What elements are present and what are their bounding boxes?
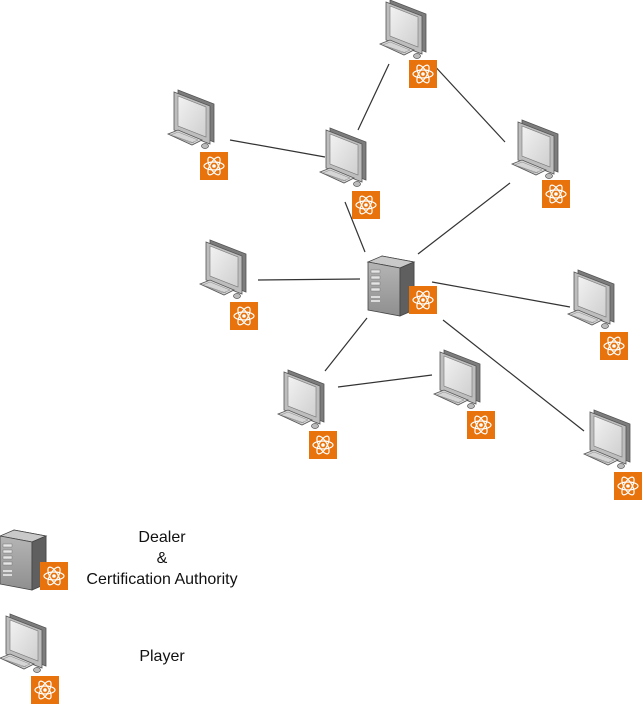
player-node-p9 bbox=[583, 409, 643, 501]
edge-dealer-p9 bbox=[442, 319, 585, 432]
workstation-icon bbox=[167, 89, 215, 149]
player-node-p6 bbox=[567, 269, 629, 361]
atom-icon bbox=[541, 179, 571, 209]
player-node-p5 bbox=[199, 239, 259, 331]
atom-icon bbox=[199, 151, 229, 181]
player-node-p2 bbox=[379, 0, 438, 89]
server-icon bbox=[367, 255, 415, 317]
edge-p2-p3 bbox=[430, 61, 506, 143]
workstation-icon bbox=[319, 127, 367, 187]
legend-dealer-label: Dealer & Certification Authority bbox=[62, 527, 262, 590]
legend-dealer-line-2: & bbox=[156, 550, 168, 567]
legend-player-icon bbox=[0, 613, 60, 705]
workstation-icon bbox=[511, 119, 559, 179]
workstation-icon bbox=[379, 0, 427, 59]
edge-p1-p4 bbox=[229, 139, 326, 158]
atom-icon bbox=[408, 59, 438, 89]
atom-icon bbox=[599, 331, 629, 361]
atom-icon bbox=[408, 285, 438, 315]
atom-icon bbox=[308, 430, 338, 460]
atom-icon bbox=[613, 471, 643, 501]
atom-icon bbox=[30, 675, 60, 705]
legend-dealer-icon bbox=[0, 529, 69, 591]
player-node-p1 bbox=[319, 127, 381, 220]
network-nodes bbox=[167, 0, 643, 501]
edge-p5-dealer bbox=[257, 278, 361, 281]
legend-player-label: Player bbox=[112, 646, 212, 667]
edge-p3-dealer bbox=[344, 201, 366, 253]
workstation-icon bbox=[567, 269, 615, 329]
network-edges bbox=[229, 61, 585, 432]
dealer-node bbox=[367, 255, 438, 317]
workstation-icon bbox=[277, 369, 325, 429]
workstation-icon bbox=[583, 409, 631, 469]
player-node-p7 bbox=[433, 349, 496, 440]
atom-icon bbox=[351, 190, 381, 220]
edge-dealer-p7 bbox=[324, 317, 368, 372]
workstation-icon bbox=[0, 613, 47, 673]
edge-p4-dealer bbox=[417, 182, 511, 255]
player-node-p4 bbox=[167, 89, 229, 181]
edge-p7-p8 bbox=[337, 374, 433, 388]
legend-dealer-line-1: Dealer bbox=[138, 529, 186, 546]
player-node-p3 bbox=[511, 119, 571, 209]
workstation-icon bbox=[199, 239, 247, 299]
player-node-p8 bbox=[277, 369, 338, 460]
legend-dealer-line-3: Certification Authority bbox=[86, 571, 238, 588]
edge-p1-p3 bbox=[357, 63, 390, 131]
workstation-icon bbox=[433, 349, 481, 409]
server-icon bbox=[0, 529, 47, 591]
atom-icon bbox=[466, 410, 496, 440]
edge-dealer-p6 bbox=[431, 281, 571, 308]
legend-player-text: Player bbox=[139, 648, 185, 665]
atom-icon bbox=[229, 301, 259, 331]
